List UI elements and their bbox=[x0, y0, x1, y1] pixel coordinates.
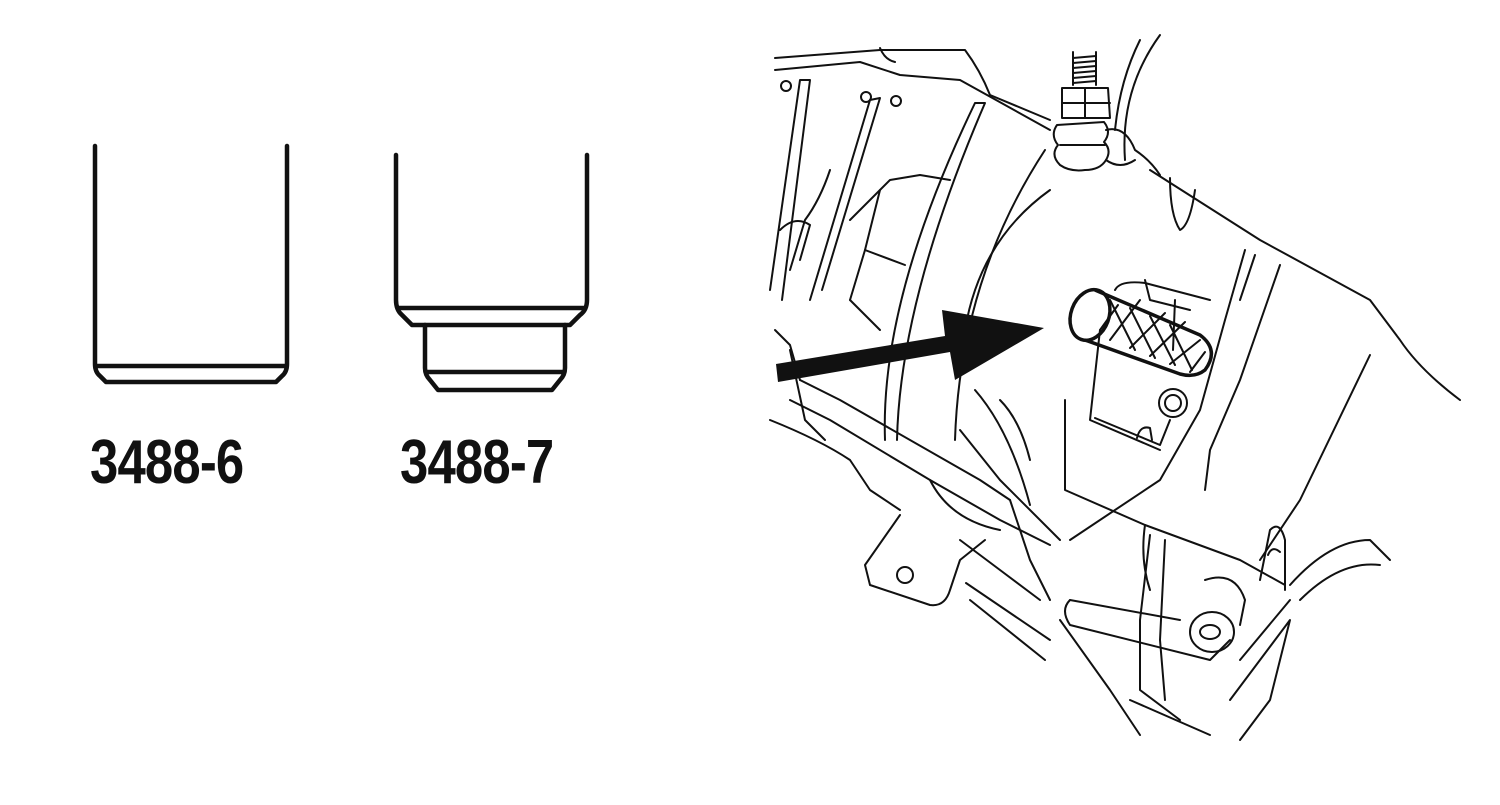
tool-3488-6-drawing bbox=[92, 143, 290, 385]
tool-label-3488-7: 3488-7 bbox=[400, 428, 554, 497]
knurled-pin bbox=[1068, 287, 1214, 378]
tool-label-3488-6: 3488-6 bbox=[90, 428, 244, 497]
arrow-icon bbox=[776, 310, 1044, 382]
tool-3488-7-drawing bbox=[393, 152, 590, 393]
transmission-illustration bbox=[769, 34, 1461, 741]
